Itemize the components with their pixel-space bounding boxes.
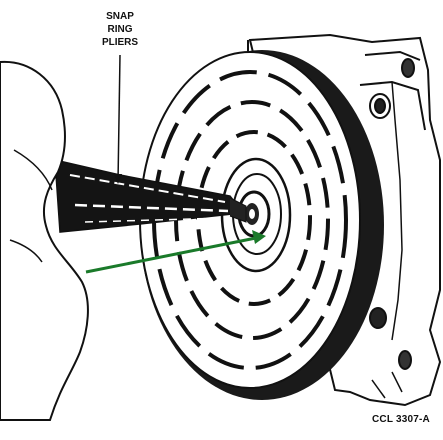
callout-line-1: SNAP <box>106 11 134 22</box>
clutch-plate <box>139 50 384 400</box>
callout-line-3: PLIERS <box>101 37 139 48</box>
callout-label: SNAP RING PLIERS <box>88 10 152 49</box>
hand <box>0 60 89 421</box>
figure-id: CCL 3307-A <box>372 414 430 425</box>
snap-ring-pliers <box>54 159 247 233</box>
callout-leader <box>117 54 121 183</box>
callout-line-2: RING <box>107 24 133 35</box>
pointer-arrow <box>85 230 266 274</box>
